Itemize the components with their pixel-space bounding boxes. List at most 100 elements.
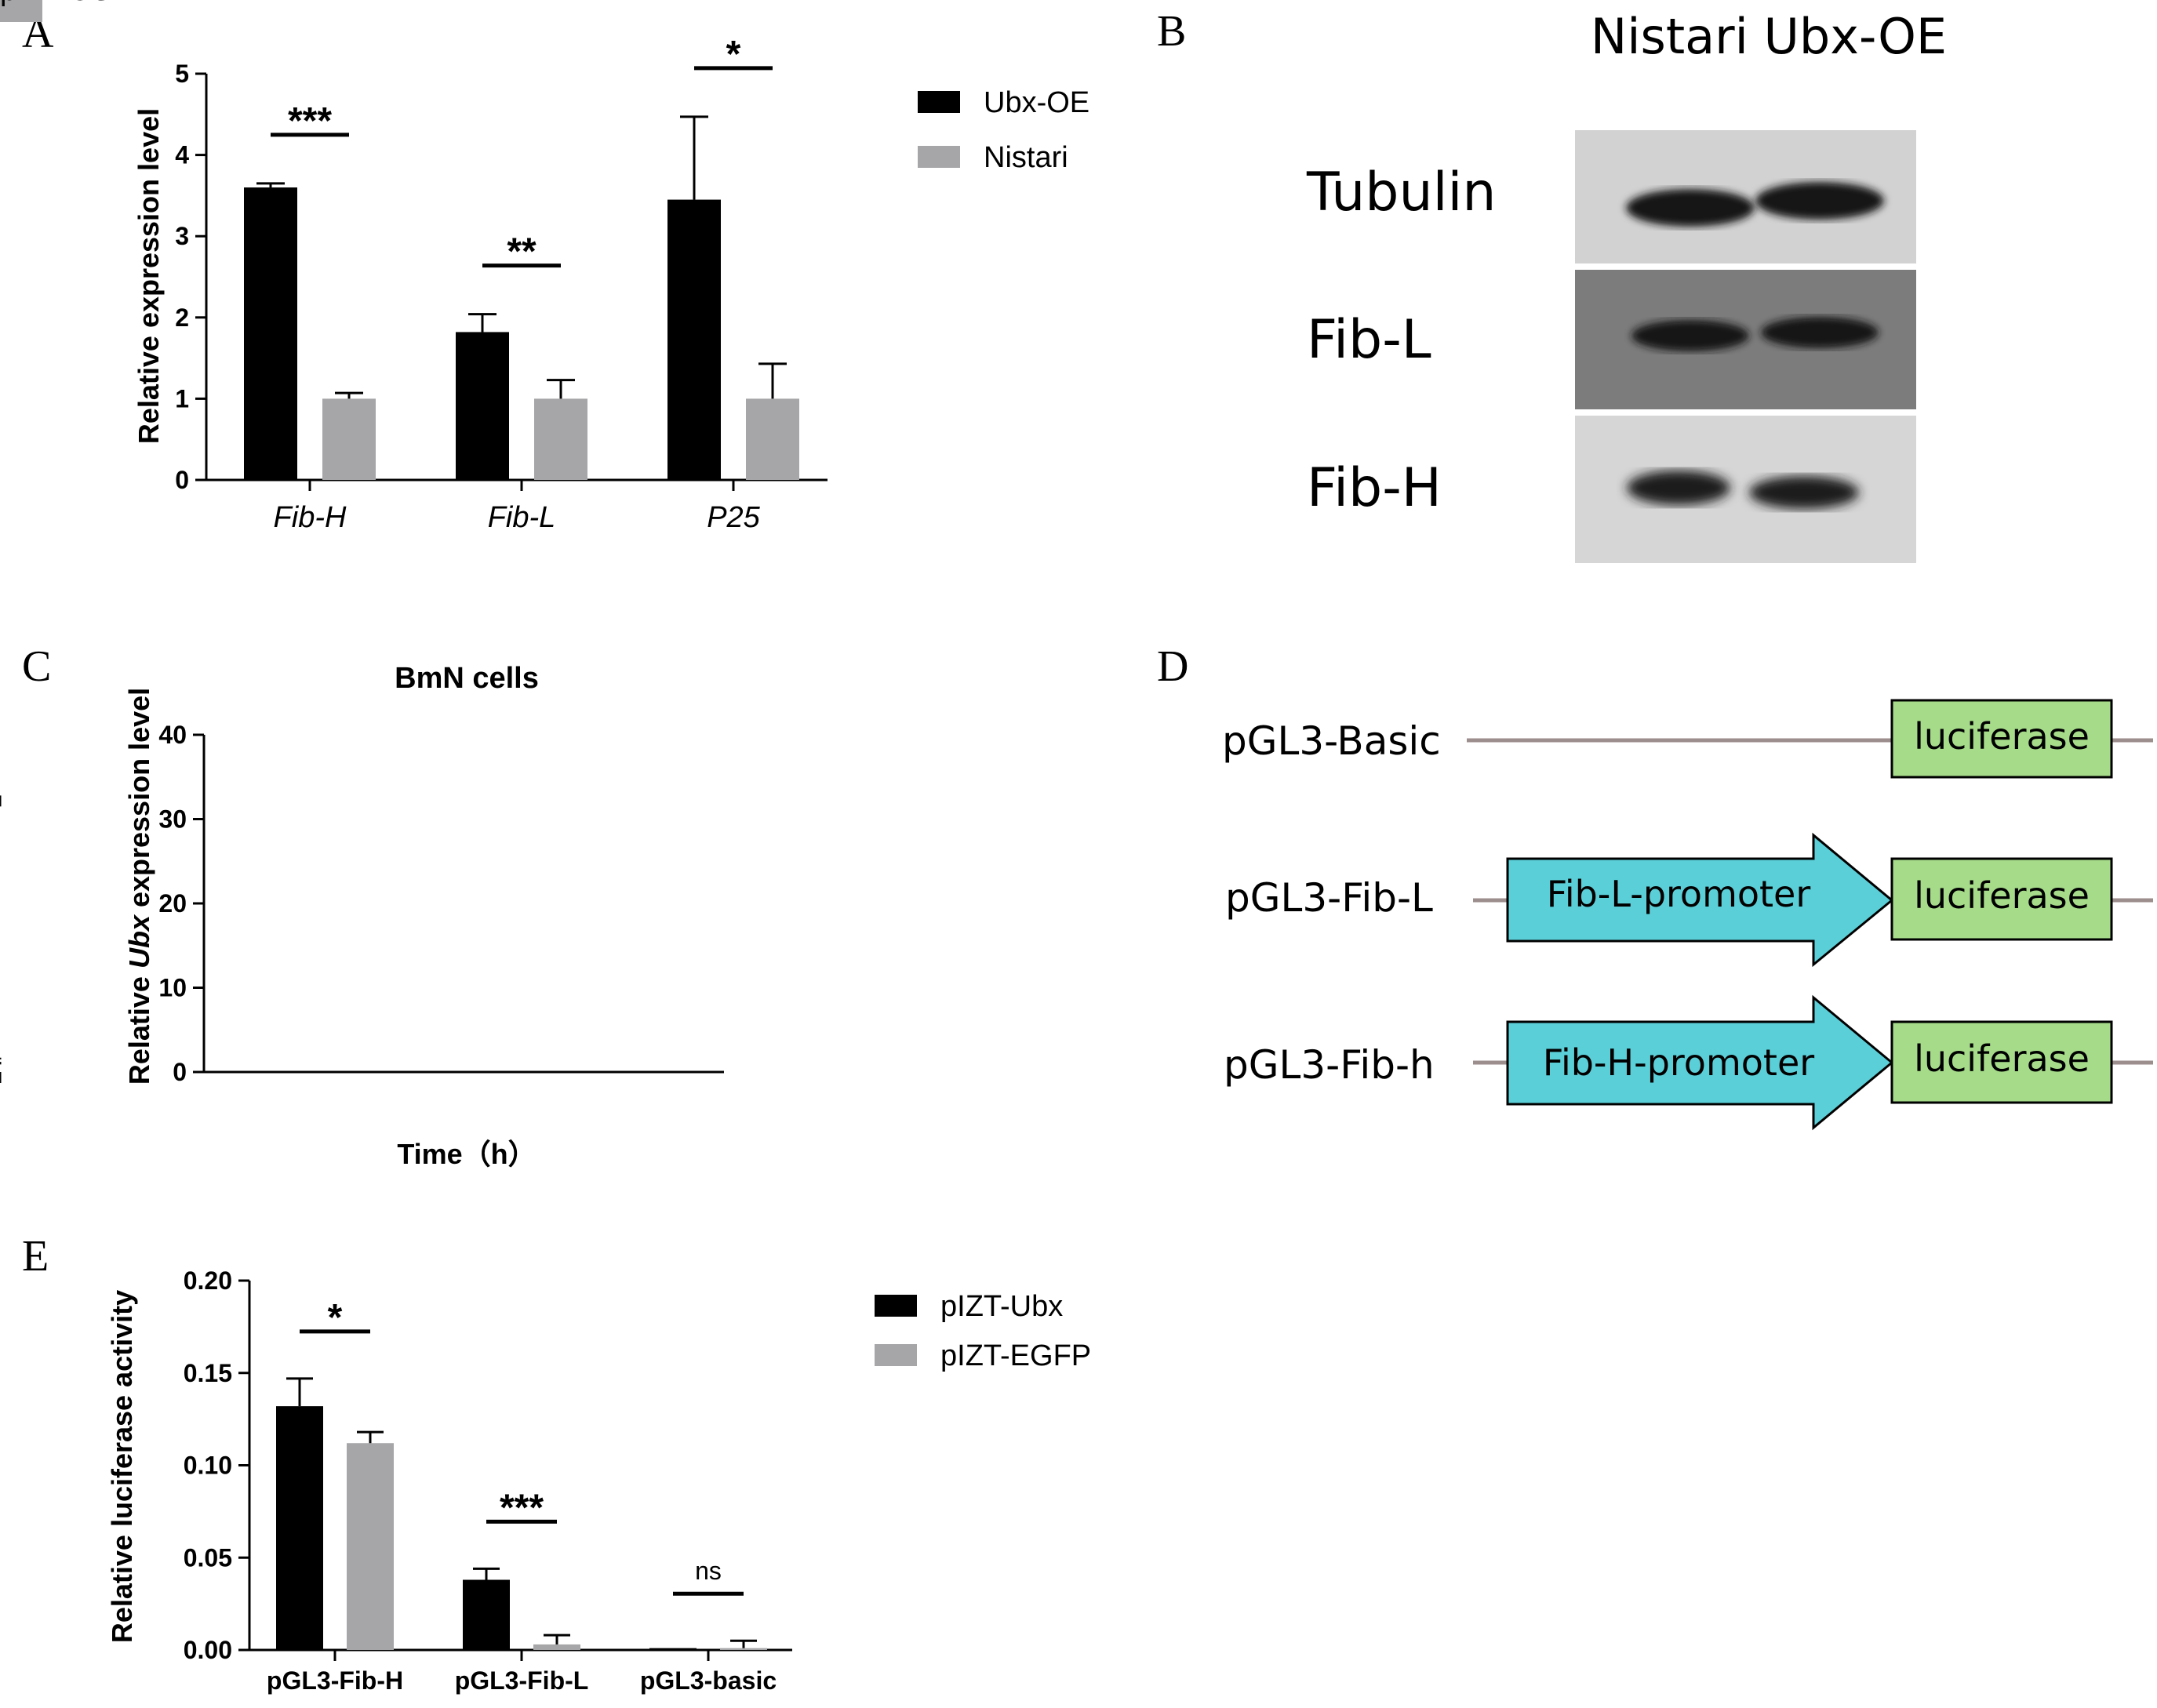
y-tick-label: 10 [158,974,187,1002]
blot-band [1627,471,1730,505]
y-tick-label: 1 [175,384,189,412]
blot-band [1749,476,1859,509]
bar [347,1443,394,1650]
luciferase-label: luciferase [1914,874,2090,917]
y-tick-label: 0 [173,1058,187,1086]
construct-label-pgl3-fib-h: pGL3-Fib-h [1224,1042,1435,1088]
bar [720,1648,767,1650]
y-tick-label: 0.05 [184,1543,232,1572]
luciferase-box [1890,1020,2113,1104]
bar [533,1644,580,1650]
legend-swatch [875,1344,917,1366]
blot-strip-fib-h [1575,416,1916,563]
x-tick-label: pGL3-Fib-L [455,1666,589,1695]
bar [276,1406,323,1650]
chart-c-ylabel-part: Relative [123,968,155,1085]
significance-label: *** [288,100,332,142]
x-tick-label: Fib-H [274,501,347,534]
y-tick-label: 2 [175,303,189,332]
y-tick-label: 0 [175,466,189,494]
x-tick-label: pGL3-basic [640,1666,777,1695]
legend-label: Nistari [984,141,1068,174]
y-tick-label: 0.00 [184,1636,232,1664]
y-tick-label: 0.10 [184,1452,232,1480]
significance-label: * [328,1297,343,1339]
x-tick-label: P25 [707,501,760,534]
promoter-label: Fib-H-promoter [1543,1041,1814,1084]
blot-title: Nistari Ubx-OE [1591,8,1947,65]
significance-label: ** [507,231,537,273]
luciferase-label: luciferase [1914,1038,2090,1080]
panel-letter-e: E [22,1232,49,1281]
y-tick-label: 30 [158,805,187,834]
significance-label: *** [500,1487,544,1528]
bar [456,332,509,480]
panel-letter-c: C [22,642,51,691]
chart-e-ylabel: Relative luciferase activity [106,1290,138,1643]
chart-c-ylabel-gene: Ubx [123,914,155,968]
bar [463,1579,510,1650]
bar [649,1648,697,1650]
blot-band [1755,182,1884,220]
chart-e-legend: pIZT-Ubx pIZT-EGFP [875,1290,1091,1372]
blot-band [1761,317,1879,348]
y-tick-label: 3 [175,222,189,250]
x-tick-label: pGL3-Fib-H [267,1666,403,1695]
western-blot: Nistari Ubx-OE Tubulin Fib-L Fib-H [1306,8,1947,563]
promoter-label: Fib-L-promoter [1547,873,1811,915]
legend-label: Ubx-OE [984,86,1089,119]
construct-label-pgl3-fib-l: pGL3-Fib-L [1225,875,1433,921]
chart-c-ylabel: Relative Ubx expression level [123,688,155,1085]
y-tick-label: 40 [158,721,187,749]
legend-label: pIZT-Ubx [940,1290,1063,1323]
chart-c-xlabel: Time（h） [397,1138,536,1170]
construct-diagram: luciferase pGL3-Basic Fib-L-promoter luc… [1222,699,2153,1131]
bar [746,398,799,480]
chart-e-bars: ****ns [276,1297,767,1650]
y-tick-label: 20 [158,889,187,918]
chart-a-bars: ****** [244,34,799,481]
chart-c-axes: 010203040048 [0,0,724,1086]
blot-label-fib-l: Fib-L [1307,309,1431,371]
x-tick-label: Fib-L [488,501,556,534]
chart-c-bars: ns*** [0,0,22,1065]
chart-e: Relative luciferase activity 0.00 0.05 0.1… [106,1266,1091,1695]
bar [322,398,376,480]
blot-band [1626,189,1755,227]
y-tick-label: 0.20 [184,1266,232,1295]
chart-a-legend: Ubx-OE Nistari [918,86,1089,174]
bar [244,187,297,481]
luciferase-label: luciferase [1914,715,2090,758]
promoter-arrow [1506,832,1894,968]
chart-c: BmN cells Relative Ubx expression level … [0,0,724,1170]
significance-label: * [726,34,741,75]
legend-label: pIZT-EGFP [940,1339,1091,1372]
significance-label: ns [695,1557,722,1585]
blot-label-fib-h: Fib-H [1307,457,1442,519]
bar [667,199,721,480]
legend-swatch [918,146,960,168]
legend-swatch [0,0,42,22]
promoter-arrow [1506,994,1894,1131]
blot-label-tubulin: Tubulin [1306,162,1496,223]
y-tick-label: 0.15 [184,1359,232,1387]
luciferase-box [1890,699,2113,779]
legend-swatch [875,1295,917,1317]
luciferase-box [1890,857,2113,941]
chart-c-title: BmN cells [395,662,539,695]
chart-c-ylabel-part: expression level [123,688,155,915]
construct-label-pgl3-basic: pGL3-Basic [1222,718,1441,764]
legend-label: pIZT-Ubx [0,0,122,7]
legend-swatch [918,91,960,113]
legend-label: pIZT-EGFP [0,0,151,7]
chart-e-axes: 0.00 0.05 0.10 0.15 0.20 pGL3-Fib-H pGL3-Fib-L… [184,1266,792,1695]
y-tick-label: 5 [175,60,189,88]
bar [534,398,587,480]
panel-letter-b: B [1157,7,1186,56]
blot-band [1631,320,1749,351]
y-tick-label: 4 [175,141,189,169]
